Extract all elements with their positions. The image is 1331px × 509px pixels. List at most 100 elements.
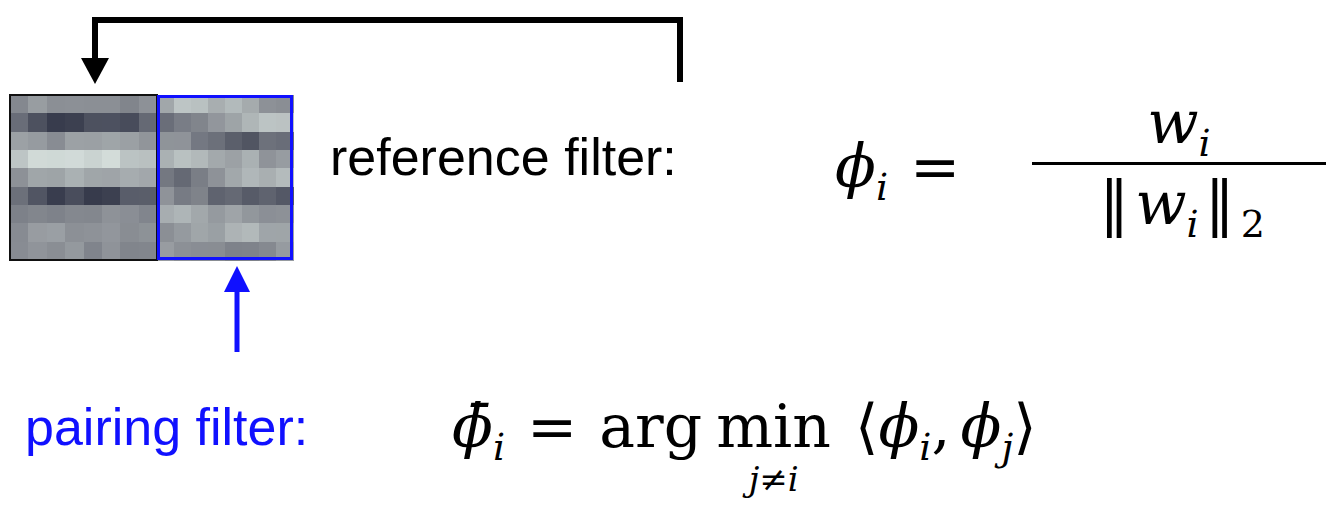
filter-pixel [208,113,226,132]
math-symbol: i [876,168,888,206]
filter-pixel [10,168,29,187]
filter-pixel [139,150,158,169]
filter-pixel [120,242,139,261]
math-symbol: ‖ [1205,167,1235,239]
filter-pixel [47,205,66,224]
filter-pixel [242,150,260,169]
filter-pixel [102,95,121,114]
filter-pixel [47,168,66,187]
filter-pixel [120,132,139,151]
math-symbol: ϕ [878,390,919,462]
filter-pixel [47,150,66,169]
math-symbol: ⟩ [1013,390,1036,462]
filter-pixel [120,113,139,132]
filter-pixel [191,223,209,242]
math-symbol: w [1147,86,1198,158]
operator-limit: minj≠i [716,390,831,496]
filter-pixel [28,187,47,206]
filter-pixel [10,132,29,151]
math-symbol: i [919,428,931,466]
filter-pixel [242,223,260,242]
filter-pixel [208,150,226,169]
filter-pixel [139,205,158,224]
filter-pixel [259,150,277,169]
filter-pixel [28,150,47,169]
filter-pixel [47,223,66,242]
filter-pixel [139,132,158,151]
filter-pixel [28,242,47,261]
math-symbol: w [1135,167,1186,239]
filter-pixel [65,223,84,242]
filter-pixel [65,242,84,261]
filter-pixel [139,95,158,114]
filter-pixel [47,95,66,114]
filter-pixel [120,187,139,206]
filter-pixel [10,242,29,261]
filter-pixel [10,150,29,169]
reference-filter-border [10,95,157,260]
filter-pixel [191,113,209,132]
filter-pixel [65,150,84,169]
math-symbol: j [1001,428,1013,466]
filter-pixel [102,242,121,261]
math-symbol: = [527,390,577,462]
filter-pixel [208,168,226,187]
filter-pixel [120,95,139,114]
filter-pixel [191,168,209,187]
filter-pixel [84,223,103,242]
filter-pixel [120,223,139,242]
filter-pixel [102,223,121,242]
text-group: reference filter: [330,128,677,188]
arrow-head [224,266,250,292]
filter-pixel [84,168,103,187]
filter-pixel [10,223,29,242]
filter-pixel [84,242,103,261]
filter-pixel [174,150,192,169]
filter-pixel [65,95,84,114]
text-group: ϕ̄i=argminj≠i⟨ϕi,ϕj⟩ [452,390,1037,496]
filter-pixel [102,205,121,224]
filter-pixel [225,187,243,206]
filter-pixel [225,113,243,132]
filter-pixel [242,205,260,224]
filter-pixel [28,168,47,187]
text-group: wi‖wi‖2 [1032,86,1326,243]
filter-pixel [10,187,29,206]
math-symbol: 2 [1241,205,1265,243]
filter-pixel [120,150,139,169]
filter-pixel [174,113,192,132]
math-symbol: ⟨ [855,390,878,462]
filter-pixel [102,113,121,132]
filter-pixel [259,205,277,224]
filter-pixel [65,113,84,132]
filter-pixel [65,187,84,206]
filter-pixel [84,187,103,206]
filter-pixel [259,223,277,242]
arrow-head [81,58,109,84]
math-symbol: , [931,390,950,462]
filter-pixel [47,132,66,151]
filter-pixel [139,187,158,206]
filter-pixel [225,223,243,242]
filter-pixel [84,113,103,132]
pairing-arrow [235,290,240,352]
filter-pixel [208,187,226,206]
filter-pixel [102,132,121,151]
filter-pixel [174,132,192,151]
filter-pixel [65,205,84,224]
math-symbol: i [493,428,505,466]
filter-pixel [47,187,66,206]
filter-pixel [259,113,277,132]
filter-pixel [102,150,121,169]
filter-pixel [225,205,243,224]
math-row: j≠i [749,462,799,496]
pairing-filter-border [159,97,292,259]
filter-pixel [120,205,139,224]
math-symbol: j≠i [749,462,799,496]
filter-pixel [259,187,277,206]
filter-pixel [225,150,243,169]
filter-pixel [28,223,47,242]
filter-pixel [242,113,260,132]
filter-pixel [191,205,209,224]
filter-pixel [65,168,84,187]
